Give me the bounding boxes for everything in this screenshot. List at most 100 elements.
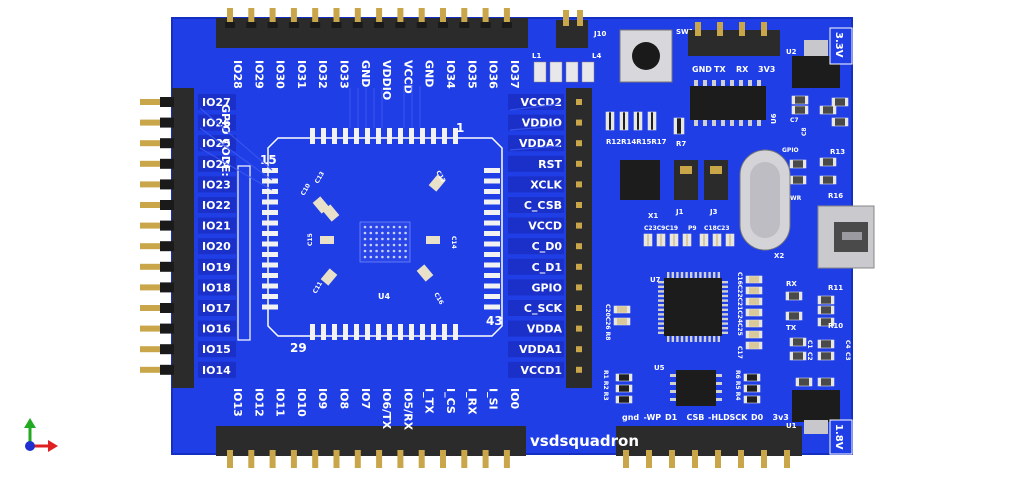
regulator-u1: U1 1.8V (786, 390, 853, 455)
jumpers-j1-j3: J1 J3 X1 (620, 160, 728, 220)
right-header-label: GPIO (531, 281, 562, 294)
label-1v8: 1.8V (833, 424, 844, 450)
bottom-header-label: IO5/RX (401, 388, 414, 431)
right-header-pins (566, 88, 592, 388)
c3-label: C3 (844, 352, 851, 361)
spi-header-label: D1 (665, 413, 678, 422)
gpio-label: GPIO (782, 147, 799, 154)
bottom-header-label: IO7 (359, 388, 372, 409)
chip-pin-15: 15 (260, 153, 277, 167)
left-header-label: IO25 (202, 137, 231, 150)
p9-label: P9 (688, 225, 697, 232)
chip-pin-1: 1 (456, 121, 464, 135)
top-header-label: IO35 (465, 60, 478, 89)
right-passives: C7 C8 R13 GPIO WR R16 RX R11 R10 TX C4 C… (782, 95, 851, 387)
bottom-header-label: I_SI (487, 388, 500, 410)
right-header-label: VCCD2 (521, 96, 562, 109)
bottom-header-label: IO8 (338, 388, 351, 409)
bottom-header-label: IO9 (316, 388, 329, 409)
bottom-header-label: IO6/TX (380, 388, 393, 430)
bottom-header-label: I_RX (465, 388, 478, 415)
usb-connector (817, 205, 875, 269)
main-chip-footprint: 1 15 29 43 U4 (260, 121, 503, 355)
inductors: L1 L4 J10 (532, 30, 606, 83)
r-right-label: R6 R5 R4 (734, 370, 741, 401)
brand-plate (528, 426, 614, 452)
left-header-label: IO14 (202, 364, 231, 377)
uart-header-label: RX (736, 65, 749, 74)
spi-header-label: SCK (730, 413, 749, 422)
top-header-label: IO34 (444, 60, 457, 89)
bottom-header-label: I_CS (444, 388, 457, 414)
r10-label: R10 (828, 322, 843, 330)
top-header-label: IO33 (338, 60, 351, 89)
chip-pin-29: 29 (290, 341, 307, 355)
l1-label: L1 (532, 52, 541, 60)
right-header-label: VCCD (528, 220, 562, 233)
r13-label: R13 (830, 148, 845, 156)
c8-label: C8 (801, 127, 808, 136)
l4-label: L4 (592, 52, 601, 60)
j3-label: J3 (709, 208, 718, 216)
u2-label: U2 (786, 48, 797, 56)
top-header-label: IO30 (274, 60, 287, 89)
r16-label: R16 (828, 192, 843, 200)
u6-label: U6 (770, 113, 778, 124)
pcb-traces (199, 86, 561, 191)
axis-gizmo (24, 418, 58, 452)
brand-label: vsdsquadron (530, 432, 639, 450)
c-row1-label: C23C9C19 (644, 225, 678, 232)
x1-label: X1 (648, 212, 658, 220)
crystal-x2: X2 (739, 149, 791, 260)
gpio-code-strip (237, 165, 251, 341)
u7-mcu: U7 (650, 272, 728, 342)
left-header-labels: IO27IO26IO25IO24IO23IO22IO21IO20IO19IO18… (198, 94, 236, 378)
top-header-label: IO31 (295, 60, 308, 89)
regulator-u2: U2 3.3V (786, 27, 853, 88)
top-header-pins (216, 8, 588, 48)
j1-label: J1 (675, 208, 684, 216)
bottom-header-pins (216, 426, 802, 468)
top-header-label: IO29 (252, 60, 265, 89)
reset-switch: SW1 (619, 28, 694, 83)
top-header-label: IO28 (231, 60, 244, 89)
left-header-label: IO17 (202, 302, 231, 315)
right-header-label: VDDA (527, 323, 563, 336)
left-header-label: IO18 (202, 281, 231, 294)
c17-label: C17 (736, 346, 743, 359)
c-left-label: C20C26 R8 (604, 304, 611, 340)
left-header-label: IO15 (202, 343, 231, 356)
tx-label: TX (786, 324, 797, 332)
spi-header-label: 3v3 (773, 413, 789, 422)
u5-flash: U5 R1 R2 R3 R6 R5 R4 (602, 364, 761, 406)
bottom-header-label: I_TX (423, 388, 436, 414)
gpio-code-label: GPIO CODE: (219, 104, 232, 177)
right-header-label: C_D1 (532, 261, 562, 274)
top-header-label: VCCD (401, 60, 414, 94)
top-header-label: IO32 (316, 60, 329, 89)
bottom-header-label: IO10 (295, 388, 308, 417)
bottom-header-label: IO13 (231, 388, 244, 417)
x2-label: X2 (774, 252, 784, 260)
top-header-label: IO37 (508, 60, 521, 89)
right-header-label: XCLK (530, 178, 562, 191)
left-header-pins (140, 88, 194, 388)
left-header-label: IO22 (202, 199, 231, 212)
resistor-block: R12R14R15R17 R7 (605, 111, 686, 148)
top-header-label: IO36 (487, 60, 500, 89)
chip-ref-u4: U4 (378, 292, 390, 301)
wr-label: WR (790, 195, 802, 202)
r-left-label: R1 R2 R3 (602, 370, 609, 401)
sw1-label: SW1 (676, 28, 694, 36)
spi-header-label: gnd (622, 413, 639, 422)
right-header-label: RST (538, 158, 562, 171)
uart-header-label: GND (692, 65, 712, 74)
bottom-header-label: IO12 (252, 388, 265, 417)
j10-label: J10 (593, 30, 606, 38)
right-header-label: VDDA1 (519, 343, 562, 356)
rx-label: RX (786, 280, 797, 288)
bottom-header-label: IO0 (508, 388, 521, 409)
right-header-label: VCCD1 (521, 364, 562, 377)
